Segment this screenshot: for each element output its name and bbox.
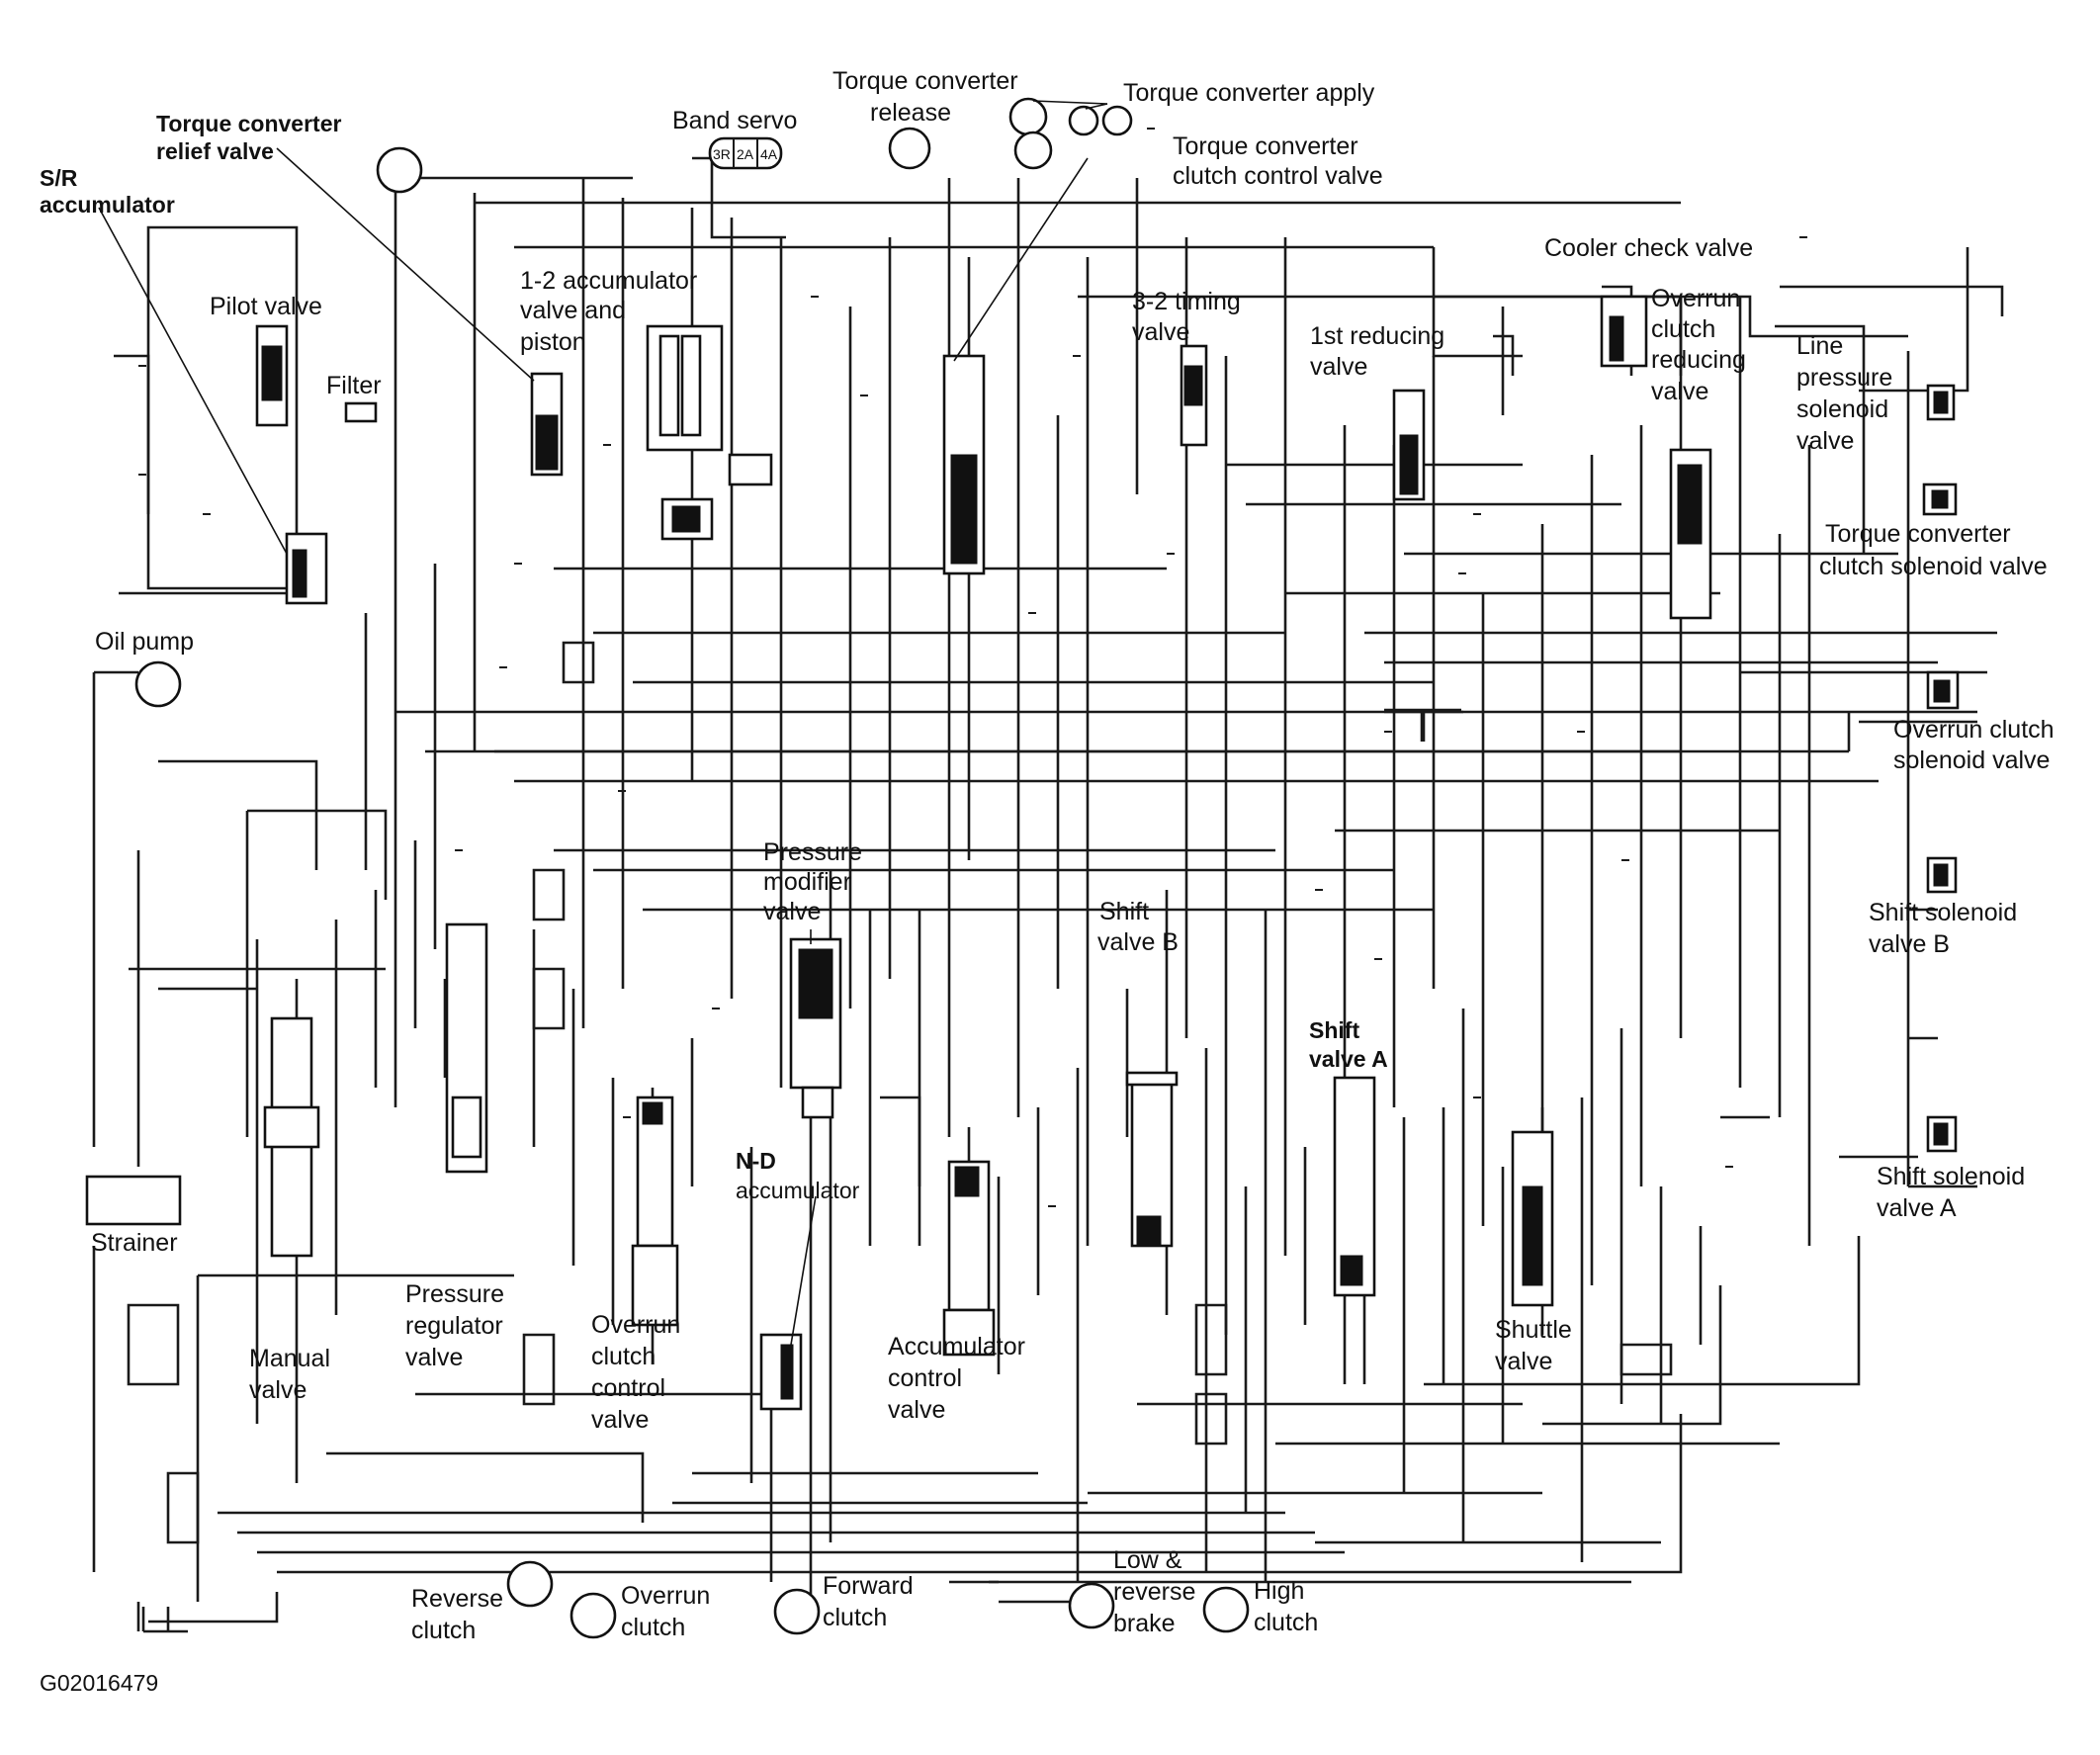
label-tc-release-2: release [870,99,951,127]
label-pressure-regulator-1: Pressure [405,1280,504,1308]
label-tcc-control-2: clutch control valve [1173,162,1383,190]
label-oc-reducing-3: reducing [1651,346,1746,374]
figure-id: G02016479 [40,1670,158,1696]
hydraulic-lines [92,128,2004,1631]
label-low-reverse-3: brake [1113,1610,1176,1637]
label-tcc-solenoid-1: Torque converter [1825,520,2011,548]
label-tcc-solenoid-2: clutch solenoid valve [1819,553,2048,580]
label-cooler-check: Cooler check valve [1544,234,1753,262]
label-line-pressure-1: Line [1796,332,1843,360]
label-oc-control-4: valve [591,1406,649,1434]
label-shuttle-1: Shuttle [1495,1316,1572,1344]
label-1st-reducing-2: valve [1310,353,1367,381]
label-shift-valve-b-1: Shift [1099,898,1149,925]
label-oc-control-3: control [591,1374,665,1402]
label-32-timing-1: 3-2 timing [1132,288,1241,315]
label-forward-clutch-2: clutch [823,1604,887,1631]
label-tc-release-1: Torque converter [832,67,1018,95]
pressure-port-circle [376,146,423,194]
oil-pump-circle [134,660,182,708]
label-shuttle-2: valve [1495,1348,1552,1375]
high-clutch-circle [1202,1586,1250,1633]
strainer-box [85,1175,182,1226]
component-labels: S/R accumulator Torque converter relief … [40,67,2055,1696]
label-oc-solenoid-1: Overrun clutch [1893,716,2055,744]
label-oc-reducing-1: Overrun [1651,285,1740,312]
label-line-pressure-2: pressure [1796,364,1892,392]
label-overrun-clutch-2: clutch [621,1614,685,1641]
label-oc-control-1: Overrun [591,1311,680,1339]
label-sr-accumulator-1: S/R [40,165,78,191]
overrun-clutch-circle [569,1592,617,1639]
label-shift-valve-b-2: valve B [1097,928,1179,956]
label-shift-valve-a-2: valve A [1309,1046,1388,1072]
label-oc-solenoid-2: solenoid valve [1893,746,2050,774]
circle-ports [134,97,1250,1639]
label-tc-relief-1: Torque converter [156,111,341,136]
band-servo-port-2a: 2A [737,146,754,162]
filter-element [344,401,378,423]
label-pressure-modifier-3: valve [763,898,821,925]
label-oil-pump: Oil pump [95,628,194,656]
label-manual-valve-1: Manual [249,1345,330,1372]
port-circle [1013,131,1053,170]
label-12-accumulator-1: 1-2 accumulator [520,267,697,295]
label-nd-accumulator-2: accumulator [736,1178,860,1203]
label-pressure-regulator-2: regulator [405,1312,503,1340]
label-reverse-clutch-1: Reverse [411,1585,503,1613]
label-shift-sol-b-1: Shift solenoid [1869,899,2017,926]
label-strainer: Strainer [91,1229,178,1257]
label-acc-control-1: Accumulator [888,1333,1025,1360]
label-oc-control-2: clutch [591,1343,656,1370]
label-manual-valve-2: valve [249,1376,306,1404]
label-high-clutch-1: High [1254,1577,1304,1605]
forward-clutch-circle [773,1588,821,1635]
leader-lines [98,100,1108,1346]
label-low-reverse-2: reverse [1113,1578,1195,1606]
label-line-pressure-3: solenoid [1796,395,1888,423]
label-32-timing-2: valve [1132,318,1189,346]
label-pressure-modifier-2: modifier [763,868,851,896]
label-1st-reducing-1: 1st reducing [1310,322,1444,350]
label-low-reverse-1: Low & [1113,1546,1182,1574]
label-tcc-control-1: Torque converter [1173,132,1358,160]
label-acc-control-2: control [888,1364,962,1392]
label-reverse-clutch-2: clutch [411,1617,476,1644]
label-pressure-modifier-1: Pressure [763,838,862,866]
label-shift-valve-a-1: Shift [1309,1017,1359,1043]
label-overrun-clutch-1: Overrun [621,1582,710,1610]
port-circle [1008,97,1048,136]
label-oc-reducing-4: valve [1651,378,1708,405]
label-high-clutch-2: clutch [1254,1609,1318,1636]
label-shift-sol-a-2: valve A [1877,1194,1957,1222]
label-forward-clutch-1: Forward [823,1572,914,1600]
label-oc-reducing-2: clutch [1651,315,1715,343]
label-pressure-regulator-3: valve [405,1344,463,1371]
band-servo-port-3r: 3R [713,146,731,162]
label-line-pressure-4: valve [1796,427,1854,455]
band-servo-unit: 3R 2A 4A [708,136,783,170]
label-shift-sol-b-2: valve B [1869,930,1950,958]
label-tc-relief-2: relief valve [156,138,274,164]
label-pilot-valve: Pilot valve [210,293,322,320]
label-12-accumulator-3: piston [520,328,586,356]
band-servo-port-4a: 4A [760,146,778,162]
label-12-accumulator-2: valve and [520,297,626,324]
label-tc-apply: Torque converter apply [1123,79,1375,107]
label-band-servo: Band servo [672,107,797,134]
label-nd-accumulator-1: N-D [736,1148,776,1174]
label-sr-accumulator-2: accumulator [40,192,175,218]
tc-release-circle [888,127,931,170]
low-reverse-brake-circle [1068,1582,1115,1629]
tc-apply-circle [1068,105,1099,136]
valve-bodies [85,295,1960,1633]
reverse-clutch-circle [506,1560,554,1608]
label-filter: Filter [326,372,382,399]
label-acc-control-3: valve [888,1396,945,1424]
tc-apply-circle [1101,105,1133,136]
label-shift-sol-a-1: Shift solenoid [1877,1163,2025,1190]
